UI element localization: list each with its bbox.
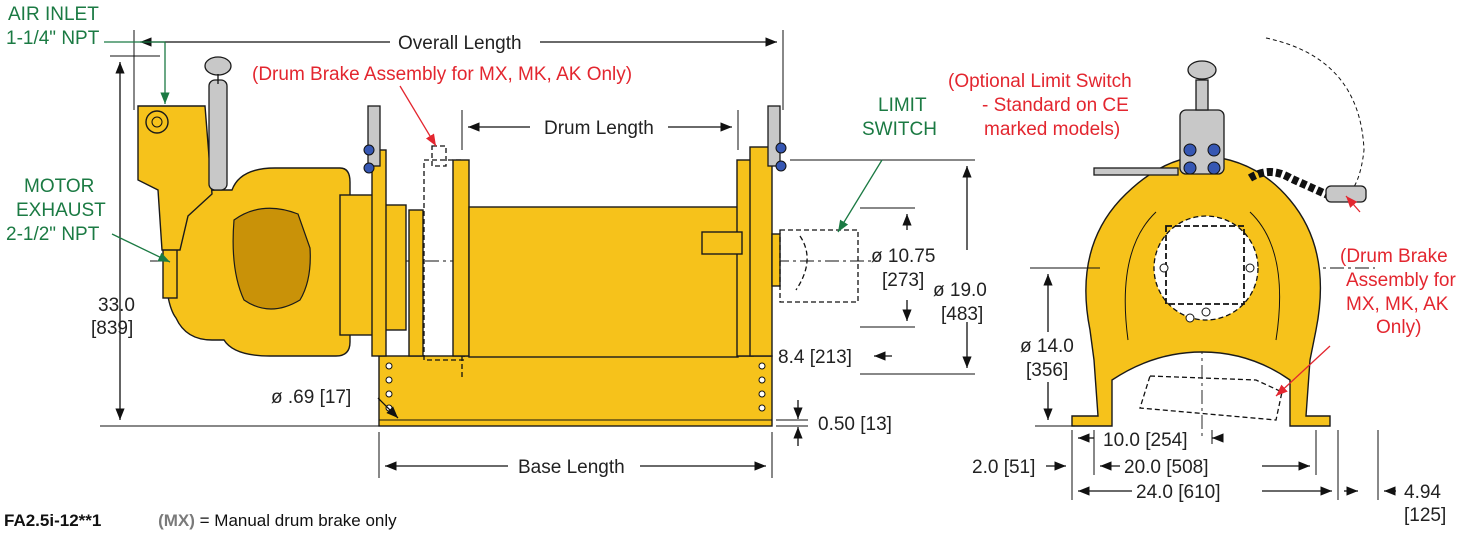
brake-swing-arc (1265, 37, 1365, 197)
limit-switch-outline (779, 229, 859, 303)
base-plate (378, 355, 773, 427)
limit-switch-chain (795, 235, 808, 291)
label-overall-length: Overall Length (398, 33, 522, 54)
end-housing-line-l (1124, 211, 1157, 341)
label-drum-length: Drum Length (544, 118, 654, 139)
end-brake-assembly (1139, 375, 1283, 421)
end-lever-knob (1187, 60, 1217, 80)
dim-base-thk: 0.50 [13] (818, 414, 892, 435)
model-desc: = Manual drum brake only (194, 511, 397, 530)
side-view (100, 30, 975, 478)
end-side-bar (1093, 167, 1179, 176)
end-housing-line-r (1249, 211, 1281, 341)
right-bolts (775, 142, 787, 172)
shaft-end (771, 233, 781, 287)
label-optional-limit-1: (Optional Limit Switch (948, 71, 1132, 92)
dim-drum-dia-mm: [273] (882, 270, 924, 291)
label-limit-switch-2: SWITCH (862, 119, 937, 140)
dim-end-dia-in: ø 14.0 (1020, 336, 1074, 357)
drum-brake-leader (399, 85, 437, 147)
lever-knob (204, 56, 232, 76)
control-valve (137, 105, 213, 251)
label-motor-exhaust-3: 2-1/2" NPT (6, 224, 100, 245)
control-lever (208, 79, 228, 191)
drum-brake-top (431, 145, 447, 167)
dim-w494-in: 4.94 (1404, 482, 1441, 503)
model-code: (MX) (158, 511, 195, 530)
dim-w2: 2.0 [51] (972, 457, 1035, 478)
end-bolts (1159, 263, 1255, 323)
model-footnote: FA2.5i-12**1 (MX) = Manual drum brake on… (4, 511, 397, 531)
left-upright-tab (367, 105, 381, 167)
end-center-circle (1153, 215, 1259, 321)
label-limit-switch-1: LIMIT (878, 95, 927, 116)
dim-end-dia-mm: [356] (1026, 360, 1068, 381)
dim-drum-dia-in: ø 10.75 (871, 246, 935, 267)
right-upright-tab (767, 105, 781, 167)
left-upright (371, 149, 387, 357)
limit-switch-leader (837, 159, 883, 233)
label-base-length: Base Length (518, 457, 625, 478)
label-motor-exhaust-1: MOTOR (24, 176, 94, 197)
label-drum-brake-end-1: (Drum Brake (1340, 246, 1448, 267)
exhaust-leader (111, 233, 171, 263)
drum-flange-left (408, 209, 424, 357)
dim-flange-dia-mm: [483] (941, 304, 983, 325)
end-brake-leader-bot (1275, 345, 1331, 397)
drum-flange-left-2 (452, 159, 470, 357)
dim-height-mm: [839] (91, 318, 133, 339)
hole-leader (377, 397, 399, 419)
end-brake-leader-top (1345, 195, 1361, 213)
label-drum-brake-end-3: MX, MK, AK (1346, 294, 1449, 315)
label-air-inlet-1: AIR INLET (8, 4, 99, 25)
drum-keyway (701, 231, 743, 255)
air-inlet-port (145, 110, 169, 134)
dim-w20: 20.0 [508] (1124, 457, 1209, 478)
left-bolts (363, 144, 375, 174)
model-number: FA2.5i-12**1 (4, 511, 102, 530)
dim-w10: 10.0 [254] (1103, 430, 1188, 451)
end-top-bolts (1183, 143, 1221, 175)
dim-w494-mm: [125] (1404, 505, 1446, 526)
label-air-inlet-2: 1-1/4" NPT (6, 28, 100, 49)
right-upright (749, 146, 773, 357)
label-drum-brake-side: (Drum Brake Assembly for MX, MK, AK Only… (252, 64, 632, 85)
air-inlet-bore (151, 116, 163, 128)
label-drum-brake-end-4: Only) (1376, 317, 1421, 338)
end-hose-fitting (1325, 185, 1367, 203)
label-optional-limit-3: marked models) (984, 119, 1120, 140)
end-view (1030, 37, 1396, 500)
label-optional-limit-2: - Standard on CE (982, 95, 1129, 116)
dim-flange-dia-in: ø 19.0 (933, 280, 987, 301)
end-lever-stem (1195, 79, 1209, 111)
label-drum-brake-end-2: Assembly for (1346, 270, 1456, 291)
dim-hole-dia: ø .69 [17] (271, 387, 351, 408)
dim-center-height: 8.4 [213] (778, 347, 852, 368)
end-hose (1247, 168, 1332, 200)
drum-barrel (468, 206, 739, 358)
dim-height-in: 33.0 (98, 295, 135, 316)
label-motor-exhaust-2: EXHAUST (16, 200, 106, 221)
motor-lobe (232, 207, 311, 310)
dim-w24: 24.0 [610] (1136, 482, 1221, 503)
